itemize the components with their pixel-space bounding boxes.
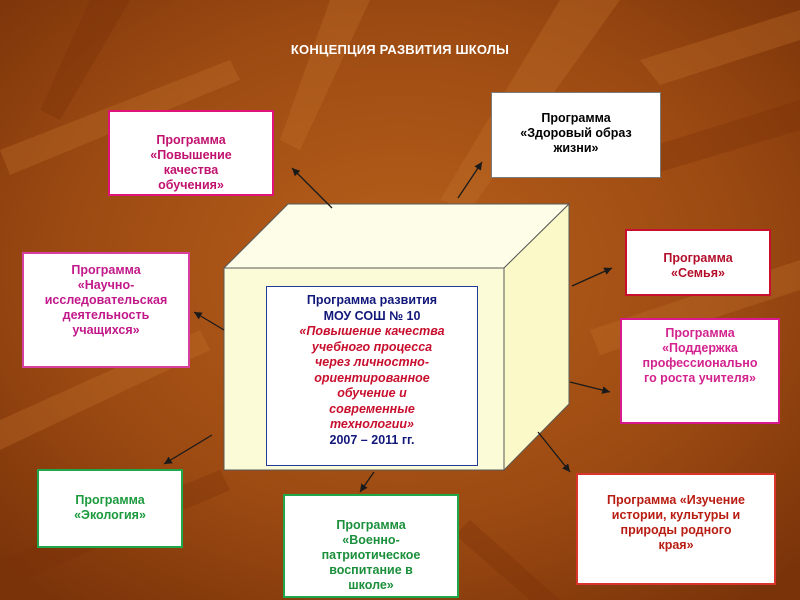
program-box-voenno: Программа «Военно- патриотическое воспит… bbox=[283, 494, 459, 598]
central-program-period: 2007 – 2011 гг. bbox=[329, 432, 415, 447]
program-label: Программа «Экология» bbox=[74, 493, 146, 522]
arrow-to-voenno bbox=[359, 471, 375, 493]
program-box-zdorov: Программа «Здоровый образ жизни» bbox=[491, 92, 661, 178]
central-program-box: Программа развития МОУ СОШ № 10 «Повышен… bbox=[266, 286, 478, 466]
arrow-to-ekolog bbox=[163, 434, 213, 465]
arrow-to-semya bbox=[571, 267, 613, 287]
program-label: Программа «Здоровый образ жизни» bbox=[520, 111, 632, 155]
program-label: Программа «Семья» bbox=[663, 251, 733, 280]
arrow-to-istor bbox=[537, 431, 571, 473]
program-label: Программа «Повышение качества обучения» bbox=[150, 133, 232, 192]
program-label: Программа «Военно- патриотическое воспит… bbox=[321, 518, 421, 592]
arrow-to-podder bbox=[569, 381, 611, 394]
program-box-podder: Программа «Поддержка профессионально го … bbox=[620, 318, 780, 424]
arrow-to-zdorov bbox=[457, 161, 483, 199]
arrow-to-nauch bbox=[193, 311, 225, 331]
program-label: Программа «Научно- исследовательская дея… bbox=[44, 263, 168, 337]
program-box-semya: Программа «Семья» bbox=[625, 229, 771, 296]
program-box-nauch: Программа «Научно- исследовательская дея… bbox=[22, 252, 190, 368]
program-label: Программа «Изучение истории, культуры и … bbox=[607, 493, 745, 552]
program-box-istor: Программа «Изучение истории, культуры и … bbox=[576, 473, 776, 585]
central-program-name: Программа развития МОУ СОШ № 10 bbox=[306, 293, 438, 323]
central-program-theme: «Повышение качества учебного процесса че… bbox=[299, 324, 445, 431]
program-box-kachestvo: Программа «Повышение качества обучения» bbox=[108, 110, 274, 196]
arrow-to-kachestvo bbox=[291, 167, 333, 209]
page-title: КОНЦЕПЦИЯ РАЗВИТИЯ ШКОЛЫ bbox=[290, 42, 510, 57]
program-box-ekolog: Программа «Экология» bbox=[37, 469, 183, 548]
program-label: Программа «Поддержка профессионально го … bbox=[642, 326, 758, 385]
